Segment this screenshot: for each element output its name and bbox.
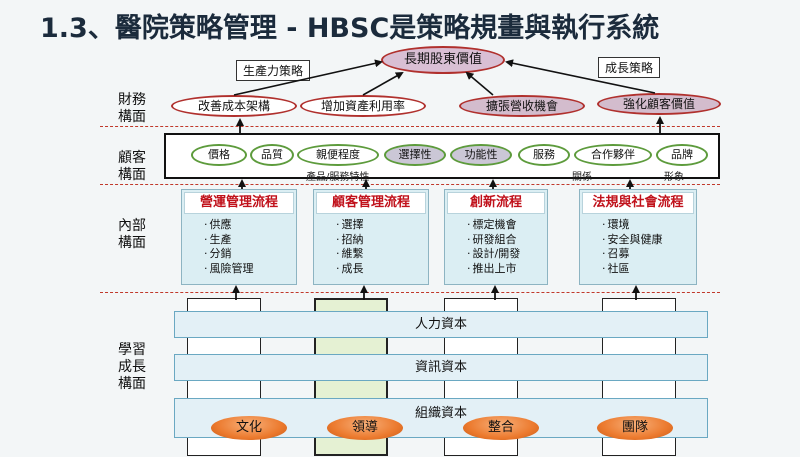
process-innovation-title: 創新流程 xyxy=(447,192,545,214)
culture-item-3: 團隊 xyxy=(597,416,673,440)
row-label-financial-text: 財務 構面 xyxy=(118,92,146,125)
process-customer-item: 招納 xyxy=(336,233,428,248)
process-innovation-item: 標定機會 xyxy=(467,218,547,233)
arrow-to-goal xyxy=(233,59,383,96)
customer-item-1: 品質 xyxy=(250,144,294,166)
culture-item-1: 領導 xyxy=(327,416,403,440)
note-growth-strategy: 成長策略 xyxy=(598,57,661,78)
process-regulatory-item: 召募 xyxy=(602,247,696,262)
customer-item-3: 選擇性 xyxy=(384,144,446,166)
process-innovation-item: 研發組合 xyxy=(467,233,547,248)
process-regulatory-item: 安全與健康 xyxy=(602,233,696,248)
process-innovation-item: 設計/開發 xyxy=(467,247,547,262)
customer-item-5: 服務 xyxy=(518,144,570,166)
customer-item-4: 功能性 xyxy=(450,144,512,166)
divider-internal-learning xyxy=(100,292,720,293)
process-customer-item: 選擇 xyxy=(336,218,428,233)
process-customer-item: 成長 xyxy=(336,262,428,277)
divider-customer-internal xyxy=(100,184,720,185)
divider-financial-customer xyxy=(100,126,720,127)
process-operations-item: 供應 xyxy=(204,218,296,233)
culture-item-0: 文化 xyxy=(211,416,287,440)
culture-item-2: 整合 xyxy=(463,416,539,440)
process-operations-title: 營運管理流程 xyxy=(184,192,294,214)
process-regulatory: 法規與社會流程 環境 安全與健康 召募 社區 xyxy=(579,189,697,285)
page-title: 1.3、醫院策略管理 - HBSC是策略規畫與執行系統 xyxy=(40,13,660,44)
process-operations-item: 分銷 xyxy=(204,247,296,262)
row-label-customer: 顧客 構面 xyxy=(108,150,156,184)
process-customer-item: 維繫 xyxy=(336,247,428,262)
arrow-to-goal xyxy=(505,59,656,94)
customer-note-image: 形象 xyxy=(664,172,684,183)
process-regulatory-title: 法規與社會流程 xyxy=(582,192,694,214)
process-innovation-item: 推出上市 xyxy=(467,262,547,277)
goal-shareholder-value: 長期股東價值 xyxy=(381,46,505,74)
financial-item-1: 增加資產利用率 xyxy=(300,95,426,117)
process-regulatory-item: 環境 xyxy=(602,218,696,233)
process-regulatory-item: 社區 xyxy=(602,262,696,277)
process-operations-item: 風險管理 xyxy=(204,262,296,277)
customer-item-6: 合作夥伴 xyxy=(574,144,652,166)
customer-note-relation: 關係 xyxy=(572,172,592,183)
row-label-internal: 內部 構面 xyxy=(108,218,156,252)
row-label-internal-text: 內部 構面 xyxy=(118,218,146,251)
band-human-capital: 人力資本 xyxy=(174,311,708,338)
row-label-customer-text: 顧客 構面 xyxy=(118,150,146,183)
process-operations: 營運管理流程 供應 生產 分銷 風險管理 xyxy=(181,189,297,285)
row-label-learning: 學習 成長 構面 xyxy=(108,342,156,393)
row-label-financial: 財務 構面 xyxy=(108,92,156,126)
financial-item-0: 改善成本架構 xyxy=(171,95,297,117)
band-information-capital: 資訊資本 xyxy=(174,354,708,381)
customer-note-product: 產品/服務特性 xyxy=(306,172,370,183)
row-label-learning-text: 學習 成長 構面 xyxy=(118,342,146,392)
process-customer-title: 顧客管理流程 xyxy=(316,192,426,214)
financial-item-2: 擴張營收機會 xyxy=(459,95,585,117)
arrow-to-goal xyxy=(362,72,404,96)
financial-item-3: 強化顧客價值 xyxy=(597,93,721,115)
customer-item-0: 價格 xyxy=(191,144,247,166)
customer-item-2: 親便程度 xyxy=(297,144,379,166)
process-operations-item: 生產 xyxy=(204,233,296,248)
process-customer: 顧客管理流程 選擇 招納 維繫 成長 xyxy=(313,189,429,285)
note-productivity-strategy: 生產力策略 xyxy=(236,60,311,81)
arrow-to-goal xyxy=(465,71,494,96)
process-innovation: 創新流程 標定機會 研發組合 設計/開發 推出上市 xyxy=(444,189,548,285)
customer-item-7: 品牌 xyxy=(656,144,708,166)
